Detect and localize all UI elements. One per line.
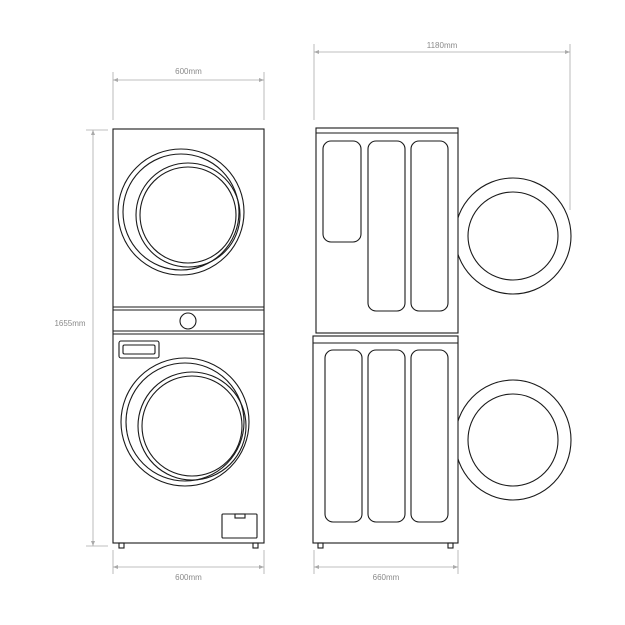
dimension-total-width: 1180mm	[313, 41, 571, 210]
dryer-door-outer	[117, 148, 245, 276]
side-foot-right	[447, 542, 454, 549]
dryer-door-open	[454, 177, 572, 295]
dryer-side-cabinet	[315, 127, 459, 334]
washer-door-glass-inner	[141, 375, 243, 477]
dimension-height: 1655mm	[54, 129, 108, 547]
dimension-depth: 660mm	[313, 550, 459, 582]
dryer-side	[315, 127, 459, 334]
side-foot-left	[317, 542, 324, 549]
dimension-front-width-bottom: 600mm	[112, 550, 265, 582]
front-foot-right	[252, 542, 259, 549]
front-width-bottom-label: 600mm	[175, 573, 202, 582]
dryer-front	[117, 148, 245, 276]
washer-front	[118, 340, 258, 539]
dryer-door-glass-inner	[139, 166, 237, 264]
control-panel	[113, 306, 264, 335]
total-width-label: 1180mm	[427, 41, 458, 50]
height-label: 1655mm	[54, 319, 85, 328]
front-view	[112, 128, 265, 549]
washer-side-panel-2	[367, 349, 406, 523]
detergent-drawer	[118, 340, 160, 359]
program-knob	[179, 312, 197, 330]
filter-hatch-tab	[234, 513, 246, 519]
washer-side-panel-3	[410, 349, 449, 523]
washer-side-panel-1	[324, 349, 363, 523]
dryer-side-panel-3	[410, 140, 449, 312]
depth-label: 660mm	[373, 573, 400, 582]
dryer-side-panel-1	[322, 140, 362, 243]
washer-door-ring	[125, 362, 245, 482]
front-width-top-label: 600mm	[175, 67, 202, 76]
washer-door-outer	[120, 357, 250, 487]
dimension-front-width-top: 600mm	[112, 67, 265, 120]
washer-side	[312, 335, 459, 544]
washer-side-cabinet	[312, 335, 459, 544]
washer-door-glass	[137, 371, 247, 481]
washer-door-open	[454, 379, 572, 501]
dryer-door-ring	[122, 153, 240, 271]
front-cabinet	[112, 128, 265, 544]
dryer-door-glass	[135, 162, 241, 268]
detergent-drawer-handle	[122, 344, 156, 355]
side-view	[312, 127, 572, 549]
dryer-side-panel-2	[367, 140, 406, 312]
front-foot-left	[118, 542, 125, 549]
